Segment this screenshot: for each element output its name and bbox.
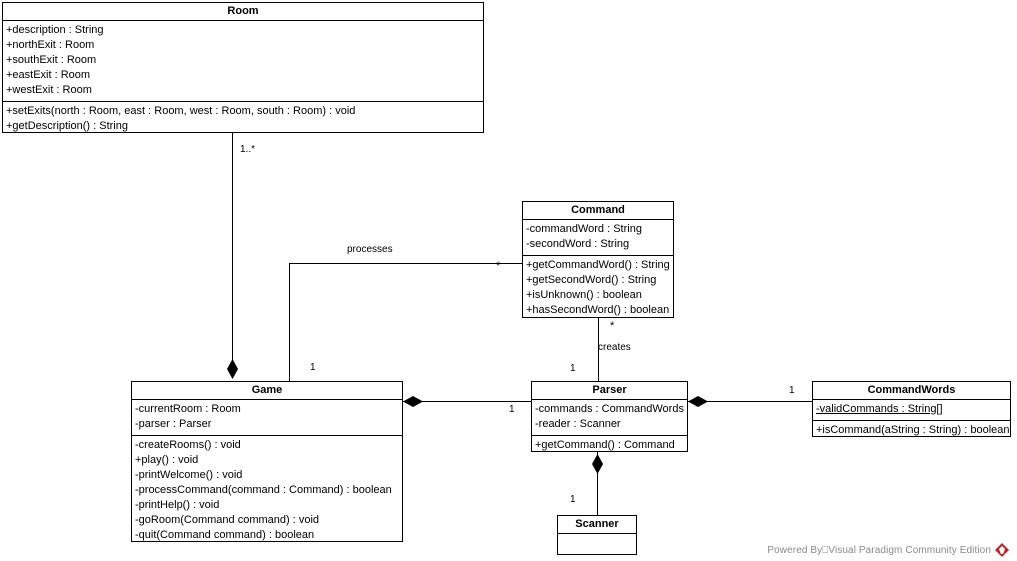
operations-compartment-parser: +getCommand() : Command — [532, 435, 687, 456]
operation-row: -printHelp() : void — [135, 499, 220, 511]
operations-compartment-game: -createRooms() : void +play() : void -pr… — [132, 435, 402, 546]
connector-game-room-line — [232, 133, 233, 363]
association-label-processes: processes — [347, 244, 393, 255]
attribute-row: -commandWord : String — [526, 223, 642, 235]
uml-class-command[interactable]: Command -commandWord : String -secondWor… — [522, 201, 674, 318]
watermark-text: Powered By⎕Visual Paradigm Community Edi… — [767, 544, 991, 556]
operation-row: +isUnknown() : boolean — [526, 289, 642, 301]
operation-row: -goRoom(Command command) : void — [135, 514, 320, 526]
composition-diamond-parser-scanner — [592, 454, 603, 474]
operation-row: -processCommand(command : Command) : boo… — [135, 484, 392, 496]
composition-diamond-parser-commandwords — [688, 396, 708, 407]
attribute-row: +westExit : Room — [6, 84, 92, 96]
attribute-row: -commands : CommandWords — [535, 403, 684, 415]
operation-row: +getCommandWord() : String — [526, 259, 670, 271]
attribute-row: -validCommands : String[] — [816, 403, 943, 415]
attribute-row: +eastExit : Room — [6, 69, 91, 81]
composition-diamond-game-room — [227, 359, 238, 379]
multiplicity-command-processes: * — [496, 260, 501, 272]
operations-compartment-command: +getCommandWord() : String +getSecondWor… — [523, 255, 673, 321]
connector-creates-vertical — [598, 318, 599, 381]
connector-parser-commandwords-line — [688, 401, 812, 402]
operation-row: +getDescription() : String — [6, 120, 128, 132]
attributes-compartment-command: -commandWord : String -secondWord : Stri… — [523, 220, 673, 255]
class-name-scanner: Scanner — [558, 516, 636, 534]
visual-paradigm-diamond-icon — [995, 543, 1009, 557]
operation-row: -createRooms() : void — [135, 439, 241, 451]
uml-class-parser[interactable]: Parser -commands : CommandWords -reader … — [531, 381, 688, 452]
operation-row: -quit(Command command) : boolean — [135, 529, 315, 541]
operation-row: -printWelcome() : void — [135, 469, 243, 481]
multiplicity-commandwords: 1 — [789, 385, 795, 396]
connector-game-parser-line — [403, 401, 531, 402]
composition-diamond-game-parser — [403, 396, 423, 407]
attributes-compartment-game: -currentRoom : Room -parser : Parser — [132, 400, 402, 435]
attribute-row: -secondWord : String — [526, 238, 630, 250]
connector-processes-horizontal — [289, 263, 522, 264]
multiplicity-room: 1..* — [240, 144, 256, 155]
operations-compartment-commandwords: +isCommand(aString : String) : boolean — [813, 420, 1010, 441]
attribute-row: +description : String — [6, 24, 104, 36]
multiplicity-scanner: 1 — [570, 494, 576, 505]
operation-row: +getSecondWord() : String — [526, 274, 657, 286]
class-name-game: Game — [132, 382, 402, 400]
uml-class-game[interactable]: Game -currentRoom : Room -parser : Parse… — [131, 381, 403, 542]
attribute-row: -reader : Scanner — [535, 418, 621, 430]
uml-class-commandwords[interactable]: CommandWords -validCommands : String[] +… — [812, 381, 1011, 437]
operation-row: +isCommand(aString : String) : boolean — [816, 424, 1010, 436]
connector-parser-scanner-line — [597, 452, 598, 515]
attribute-row: +southExit : Room — [6, 54, 97, 66]
attribute-row: -parser : Parser — [135, 418, 212, 430]
attributes-compartment-scanner — [558, 534, 636, 558]
operation-row: +getCommand() : Command — [535, 439, 675, 451]
attributes-compartment-parser: -commands : CommandWords -reader : Scann… — [532, 400, 687, 435]
class-name-room: Room — [3, 3, 483, 21]
class-name-parser: Parser — [532, 382, 687, 400]
uml-class-scanner[interactable]: Scanner — [557, 515, 637, 555]
multiplicity-game-processes: 1 — [310, 362, 316, 373]
multiplicity-parser-game: 1 — [509, 404, 515, 415]
operations-compartment-room: +setExits(north : Room, east : Room, wes… — [3, 101, 483, 137]
operation-row: +hasSecondWord() : boolean — [526, 304, 670, 316]
class-name-command: Command — [523, 202, 673, 220]
class-name-commandwords: CommandWords — [813, 382, 1010, 400]
watermark-footer: Powered By⎕Visual Paradigm Community Edi… — [767, 543, 1009, 557]
operation-row: +setExits(north : Room, east : Room, wes… — [6, 105, 356, 117]
connector-processes-vertical — [289, 263, 290, 381]
attributes-compartment-room: +description : String +northExit : Room … — [3, 21, 483, 101]
attribute-row: +northExit : Room — [6, 39, 95, 51]
attribute-row: -currentRoom : Room — [135, 403, 241, 415]
uml-class-room[interactable]: Room +description : String +northExit : … — [2, 2, 484, 133]
multiplicity-command-creates: * — [610, 320, 615, 332]
multiplicity-parser-creates: 1 — [570, 363, 576, 374]
attributes-compartment-commandwords: -validCommands : String[] — [813, 400, 1010, 420]
association-label-creates: creates — [598, 342, 631, 353]
operation-row: +play() : void — [135, 454, 199, 466]
